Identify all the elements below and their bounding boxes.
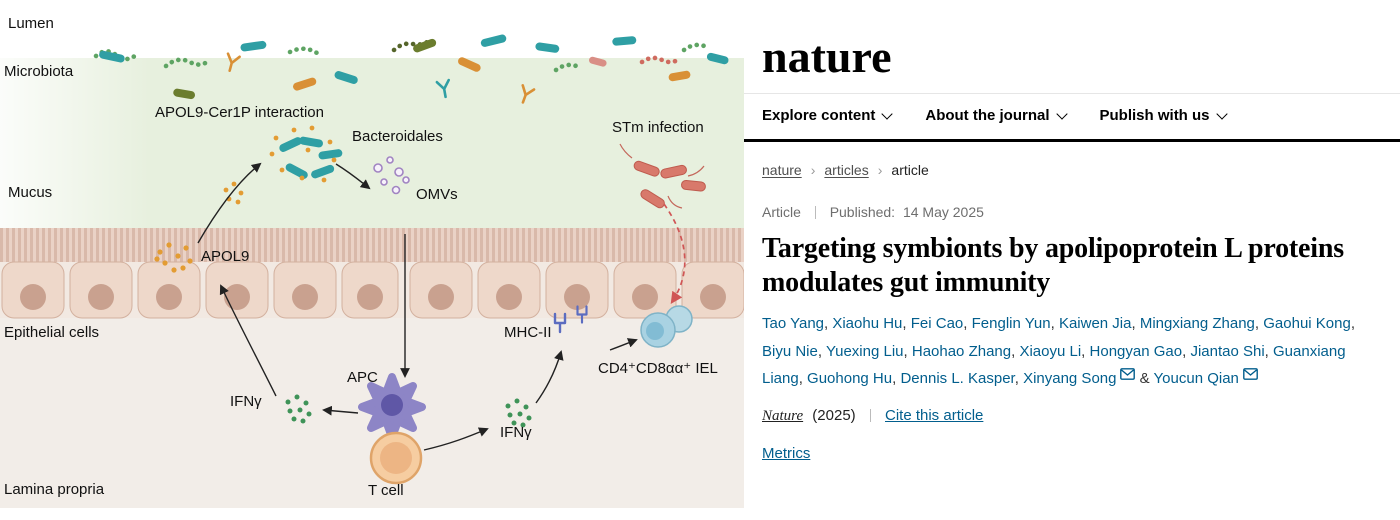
label-apol9-cer1p: APOL9-Cer1P interaction — [155, 104, 324, 121]
author-link[interactable]: Guanxiang Liang — [762, 342, 1346, 388]
figure-panel: Lumen Microbiota APOL9-Cer1P interaction… — [0, 0, 745, 520]
apc-cell — [358, 373, 426, 441]
pathway-arrows — [197, 162, 686, 451]
author-link[interactable]: Guohong Hu — [807, 370, 893, 388]
nav-item-label: Publish with us — [1099, 106, 1210, 124]
author-link[interactable]: Gaohui Kong — [1263, 314, 1351, 332]
author-link[interactable]: Kaiwen Jia — [1058, 314, 1132, 332]
nav-divider — [744, 138, 1400, 142]
brush-border — [0, 228, 744, 262]
lumen-zone — [0, 0, 744, 58]
label-ifng-left: IFNγ — [230, 393, 262, 410]
ifng-dots-left — [285, 394, 312, 424]
published-label: Published: — [829, 203, 896, 220]
author-list: Tao Yang, Xiaohu Hu, Fei Cao, Fenglin Yu… — [762, 314, 1355, 388]
iel-cell — [640, 305, 693, 348]
bottom-margin — [0, 508, 744, 520]
main-nav: Explore content About the journal Publish … — [744, 94, 1400, 139]
author-link[interactable]: Jiantao Shi — [1190, 342, 1265, 360]
published-date: 14 May 2025 — [902, 203, 984, 220]
author-link[interactable]: Xinyang Song — [1023, 370, 1117, 388]
apol9-protein-dots — [154, 181, 244, 273]
epithelial-cell-row — [1, 261, 745, 319]
email-icon[interactable] — [1120, 368, 1136, 381]
stm-bacteria — [619, 143, 706, 209]
label-ifng-right: IFNγ — [500, 424, 532, 441]
label-mucus: Mucus — [8, 184, 52, 201]
author-link[interactable]: Fei Cao — [910, 314, 964, 332]
author-link[interactable]: Yuexing Liu — [825, 342, 904, 360]
nav-item-label: Explore content — [762, 106, 876, 124]
left-fade — [0, 58, 150, 228]
omv-vesicles — [373, 156, 410, 195]
author-link[interactable]: Xiaohu Hu — [832, 314, 903, 332]
author-link[interactable]: Youcun Qian — [1153, 370, 1239, 388]
nav-item-explore-content[interactable]: Explore content — [762, 106, 894, 124]
meta-divider — [814, 205, 816, 219]
author-link[interactable]: Xiaoyu Li — [1019, 342, 1082, 360]
label-apol9: APOL9 — [201, 248, 249, 265]
author-link[interactable]: Fenglin Yun — [971, 314, 1051, 332]
journal-year: (2025) — [812, 407, 856, 425]
article-title: Targeting symbionts by apolipoprotein L … — [762, 232, 1344, 298]
t-cell — [369, 431, 423, 485]
author-link[interactable]: Biyu Nie — [762, 342, 818, 360]
ifng-dots-right — [505, 398, 532, 428]
breadcrumb-separator: › — [877, 161, 883, 178]
mhc2-icon — [553, 305, 588, 334]
article-type-label: Article — [762, 203, 801, 220]
nav-item-label: About the journal — [925, 106, 1050, 124]
microbiota-bacteria — [93, 34, 729, 104]
label-mhc2: MHC-II — [504, 324, 552, 341]
author-link[interactable]: Tao Yang — [762, 314, 824, 332]
label-lamina-propria: Lamina propria — [4, 481, 105, 498]
label-epithelial-cells: Epithelial cells — [4, 324, 99, 341]
header-divider — [744, 92, 1400, 94]
nature-logo[interactable]: nature — [762, 31, 892, 82]
author-link[interactable]: Haohao Zhang — [911, 342, 1012, 360]
chevron-down-icon — [1215, 107, 1228, 120]
chevron-down-icon — [881, 107, 894, 120]
author-link[interactable]: Hongyan Gao — [1089, 342, 1183, 360]
citation-line: Nature (2025) Cite this article — [762, 407, 1370, 425]
label-microbiota: Microbiota — [4, 63, 74, 80]
breadcrumb-separator: › — [810, 161, 816, 178]
label-lumen: Lumen — [8, 15, 54, 32]
breadcrumb-article: article — [891, 161, 929, 178]
nav-item-publish-with-us[interactable]: Publish with us — [1099, 106, 1228, 124]
bacteroidales-cluster — [269, 125, 343, 183]
email-icon[interactable] — [1243, 368, 1258, 381]
label-stm-infection: STm infection — [612, 119, 704, 136]
label-t-cell: T cell — [368, 482, 404, 499]
article-meta: Article Published: 14 May 2025 — [762, 204, 1370, 220]
breadcrumb-articles[interactable]: articles — [824, 161, 869, 178]
metrics-link[interactable]: Metrics — [762, 445, 811, 463]
gut-immunity-diagram: Lumen Microbiota APOL9-Cer1P interaction… — [0, 0, 745, 520]
label-bacteroidales: Bacteroidales — [352, 128, 443, 145]
breadcrumb: nature › articles › article — [762, 162, 1370, 178]
nav-item-about-the-journal[interactable]: About the journal — [925, 106, 1068, 124]
cite-this-article-link[interactable]: Cite this article — [885, 407, 984, 425]
breadcrumb-nature[interactable]: nature — [762, 161, 802, 178]
chevron-down-icon — [1055, 107, 1068, 120]
stm-blocked-arrow — [663, 203, 686, 304]
journal-link[interactable]: Nature — [762, 408, 804, 425]
author-link[interactable]: Dennis L. Kasper — [900, 370, 1015, 388]
label-omvs: OMVs — [416, 186, 458, 203]
label-iel: CD4⁺CD8αα⁺ IEL — [598, 360, 718, 377]
author-link[interactable]: Mingxiang Zhang — [1139, 314, 1255, 332]
cite-divider — [869, 409, 871, 423]
label-apc: APC — [347, 369, 378, 386]
